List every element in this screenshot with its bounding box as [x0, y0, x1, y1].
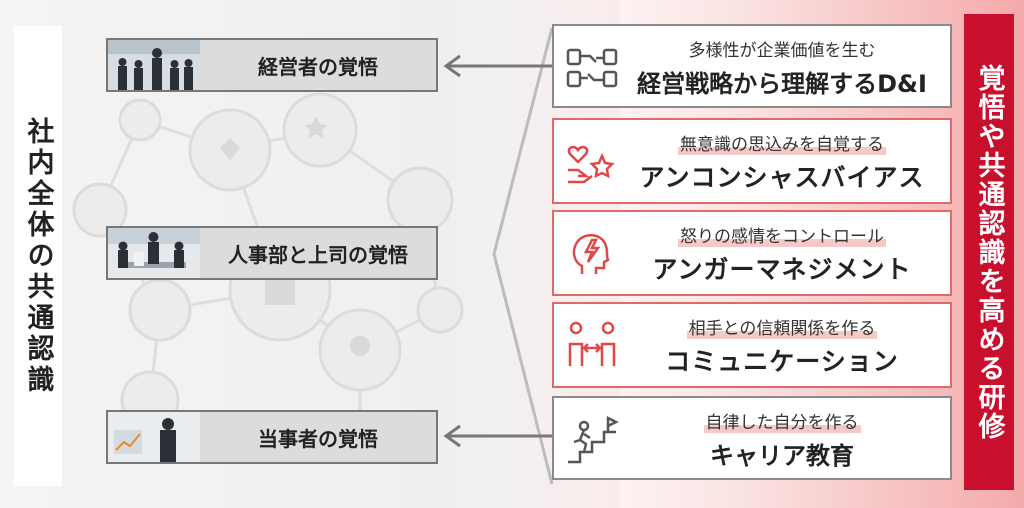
arrow-top-head — [443, 54, 461, 78]
arrow-bottom-head — [443, 424, 461, 448]
funnel-outline — [492, 27, 554, 485]
resolve-box-hr-and-managers: 人事部と上司の覚悟 — [106, 226, 438, 280]
training-subtitle: 相手との信頼関係を作る — [686, 319, 878, 339]
resolve-label: 当事者の覚悟 — [258, 426, 378, 451]
training-card-career-education: 自律した自分を作る キャリア教育 — [552, 396, 952, 480]
training-title: キャリア教育 — [710, 442, 854, 470]
training-subtitle: 無意識の思込みを自覚する — [678, 135, 886, 155]
training-title: 経営戦略から理解するD&I — [637, 70, 927, 98]
hr-meeting-photo — [108, 228, 200, 278]
company-wide-common-understanding-label: 社内全体の共通認識 — [14, 26, 62, 486]
resolve-label: 人事部と上司の覚悟 — [228, 242, 408, 267]
individual-presenter-photo — [108, 412, 200, 462]
training-card-unconscious-bias: 無意識の思込みを自覚する アンコンシャスバイアス — [552, 118, 952, 204]
network-node — [128, 278, 192, 342]
training-title: アンコンシャスバイアス — [639, 163, 925, 192]
star-icon — [304, 116, 328, 138]
resolve-box-executives: 経営者の覚悟 — [106, 38, 438, 92]
training-card-communication: 相手との信頼関係を作る コミュニケーション — [552, 302, 952, 388]
two-people-communication-icon — [568, 321, 616, 366]
resolve-label: 経営者の覚悟 — [258, 54, 378, 79]
head-lightning-icon — [572, 234, 610, 274]
training-card-diversity-inclusion: 多様性が企業価値を生む 経営戦略から理解するD&I — [552, 24, 952, 108]
training-title: コミュニケーション — [665, 347, 899, 376]
training-purpose-label: 覚悟や共通認識を高める研修 — [964, 14, 1014, 490]
training-subtitle: 多様性が企業価値を生む — [688, 41, 876, 61]
award-icon — [350, 336, 370, 356]
heart-star-hand-icon — [567, 145, 615, 184]
resolve-box-individuals: 当事者の覚悟 — [106, 410, 438, 464]
network-node — [118, 98, 162, 142]
executives-photo — [108, 40, 200, 90]
handshake-team-icon — [566, 48, 618, 88]
network-node — [416, 286, 464, 334]
center-square-icon — [265, 275, 295, 305]
training-title: アンガーマネジメント — [652, 255, 912, 284]
network-node-megaphone — [72, 182, 128, 238]
climbing-stairs-flag-icon — [568, 415, 619, 464]
training-subtitle: 自律した自分を作る — [703, 413, 861, 433]
training-card-anger-management: 怒りの感情をコントロール アンガーマネジメント — [552, 210, 952, 296]
heart-icon — [220, 138, 240, 160]
training-subtitle: 怒りの感情をコントロール — [678, 227, 886, 247]
